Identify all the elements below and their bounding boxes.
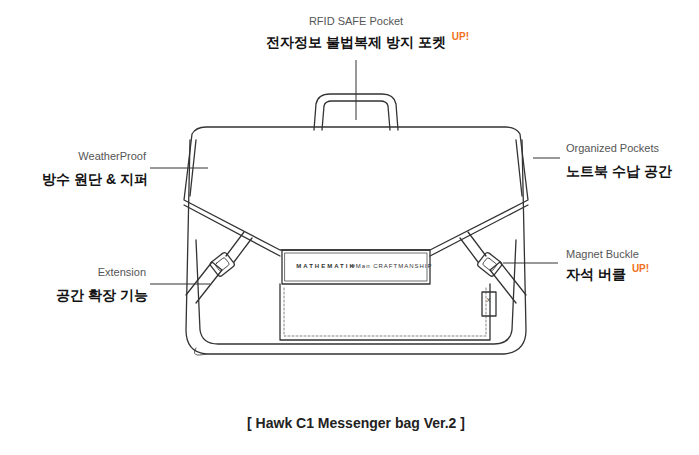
callout-text: 공간 확장 기능 <box>56 287 148 304</box>
figure-caption: [ Hawk C1 Messenger bag Ver.2 ] <box>247 415 465 432</box>
callout-title: WeatherProof <box>78 150 146 163</box>
callout-text: 노트북 수납 공간 <box>566 163 672 180</box>
callout-title: Extension <box>98 266 146 279</box>
callout-title: Organized Pockets <box>566 142 659 155</box>
tab-mark: X <box>486 297 491 304</box>
upgrade-badge: UP! <box>632 263 649 275</box>
brand-slogan: #Man CRAFTMANSHIP <box>351 263 432 270</box>
callout-title: RFID SAFE Pocket <box>309 15 403 28</box>
brand-logo: MATHEMATIK <box>296 263 355 270</box>
callout-text: 방수 원단 & 지퍼 <box>42 171 148 188</box>
callout-text: 자석 버클 <box>566 266 626 283</box>
callout-title: Magnet Buckle <box>566 248 639 261</box>
callout-text: 전자정보 불법복제 방지 포켓 <box>266 34 446 51</box>
upgrade-badge: UP! <box>452 31 469 43</box>
